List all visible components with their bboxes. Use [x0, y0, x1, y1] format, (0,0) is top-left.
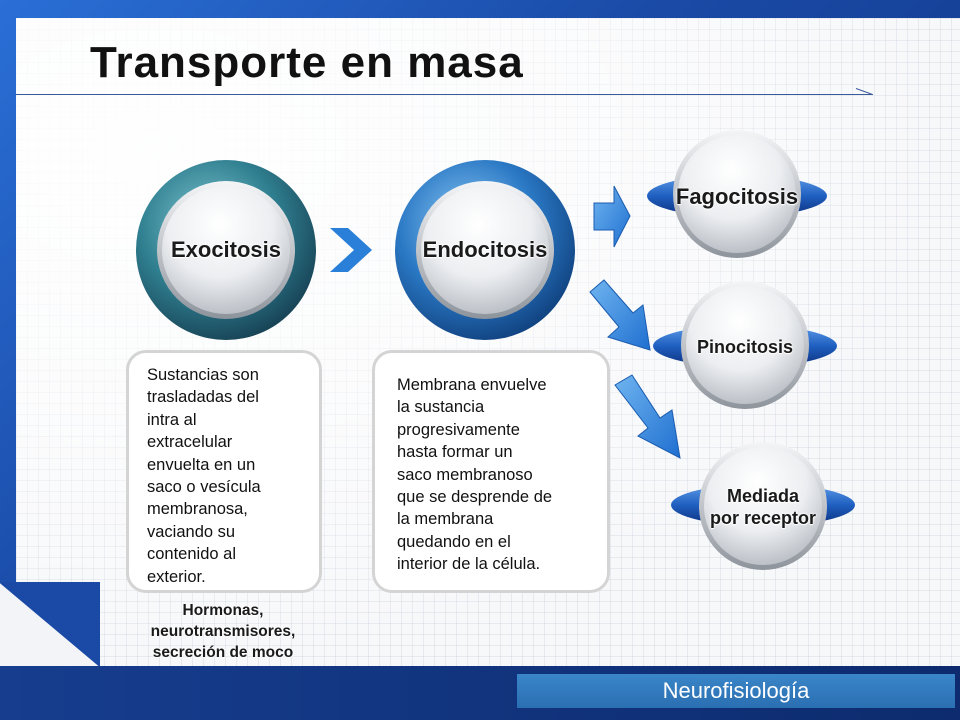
endocitosis-description: Membrana envuelve la sustancia progresiv…	[372, 350, 610, 593]
chevron-right-icon	[330, 228, 372, 272]
mediada-node	[671, 442, 855, 570]
page-title: Transporte en masa	[90, 38, 524, 87]
endocitosis-label: Endocitosis	[422, 237, 548, 262]
exocitosis-label: Exocitosis	[170, 237, 282, 262]
exocitosis-node	[136, 160, 316, 340]
footer-label: Neurofisiología	[517, 674, 955, 708]
arrow-right-icon	[593, 185, 631, 248]
fagocitosis-node	[647, 130, 827, 258]
exocitosis-description: Sustancias son trasladadas del intra al …	[126, 350, 322, 593]
pinocitosis-node	[653, 281, 837, 409]
exocitosis-examples: Hormonas, neurotransmisores, secreción d…	[150, 602, 296, 661]
fagocitosis-label: Fagocitosis	[675, 184, 799, 209]
corner-decoration	[0, 582, 100, 666]
endocitosis-description-text: Membrana envuelve la sustancia progresiv…	[397, 376, 553, 574]
pinocitosis-label: Pinocitosis	[696, 337, 794, 357]
title-underline	[16, 94, 872, 95]
mediada-label: Mediada por receptor	[709, 486, 817, 528]
endocitosis-node	[395, 160, 575, 340]
arrow-down-right-icon	[589, 279, 651, 351]
exocitosis-description-text: Sustancias son trasladadas del intra al …	[147, 366, 261, 586]
arrow-down-icon	[614, 374, 681, 459]
